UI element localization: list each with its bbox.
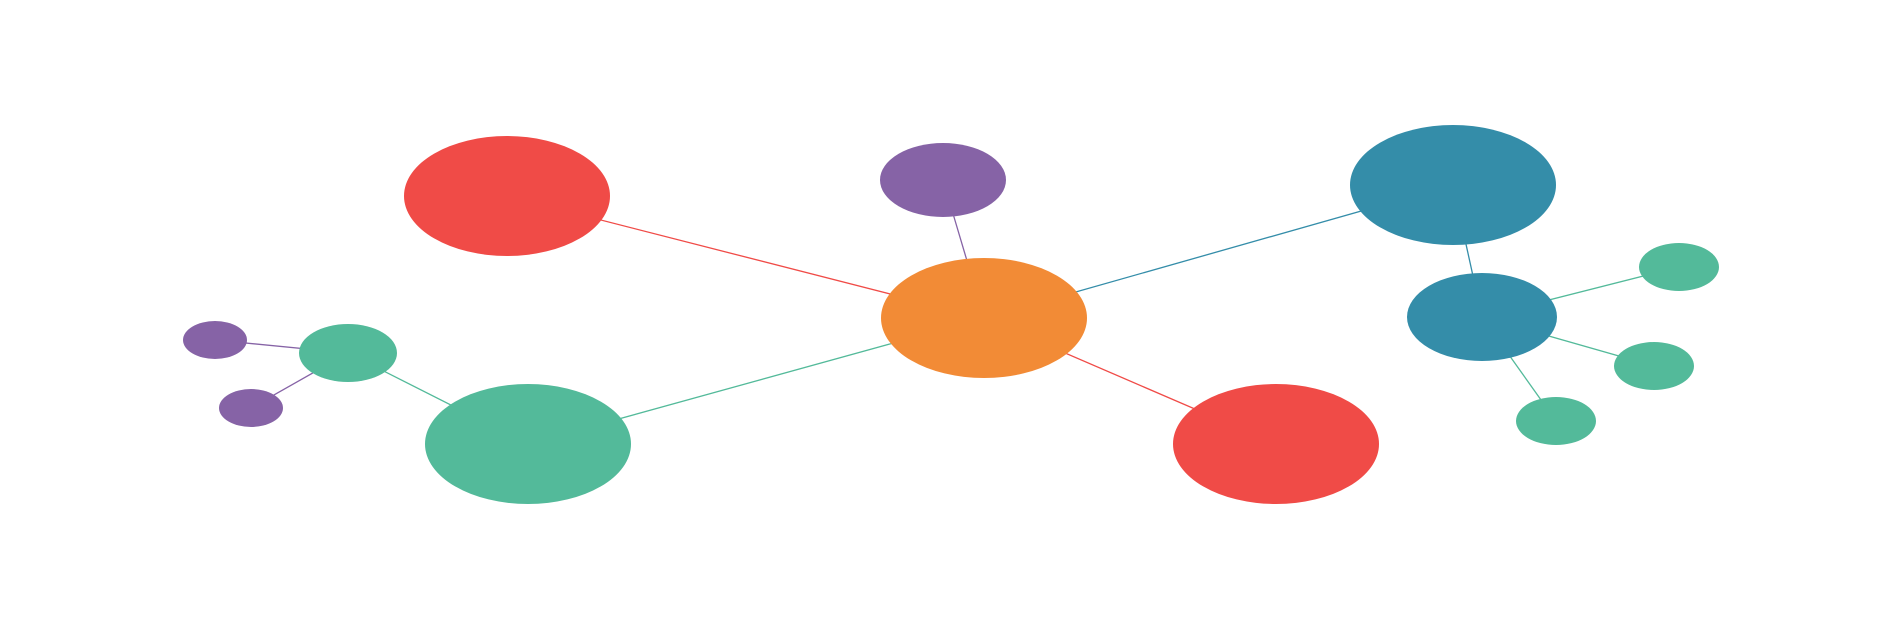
node-center — [881, 258, 1087, 378]
node-top-middle — [880, 143, 1006, 217]
node-bottom-left — [425, 384, 631, 504]
node-right-leaf-upper — [1639, 243, 1719, 291]
node-left-leaf-lower — [219, 389, 283, 427]
node-bottom-right — [1173, 384, 1379, 504]
node-left-hub — [299, 324, 397, 382]
node-right-hub — [1407, 273, 1557, 361]
node-top-right — [1350, 125, 1556, 245]
node-layer — [183, 125, 1719, 504]
node-right-leaf-lower — [1516, 397, 1596, 445]
node-right-leaf-middle — [1614, 342, 1694, 390]
node-top-left — [404, 136, 610, 256]
node-left-leaf-upper — [183, 321, 247, 359]
